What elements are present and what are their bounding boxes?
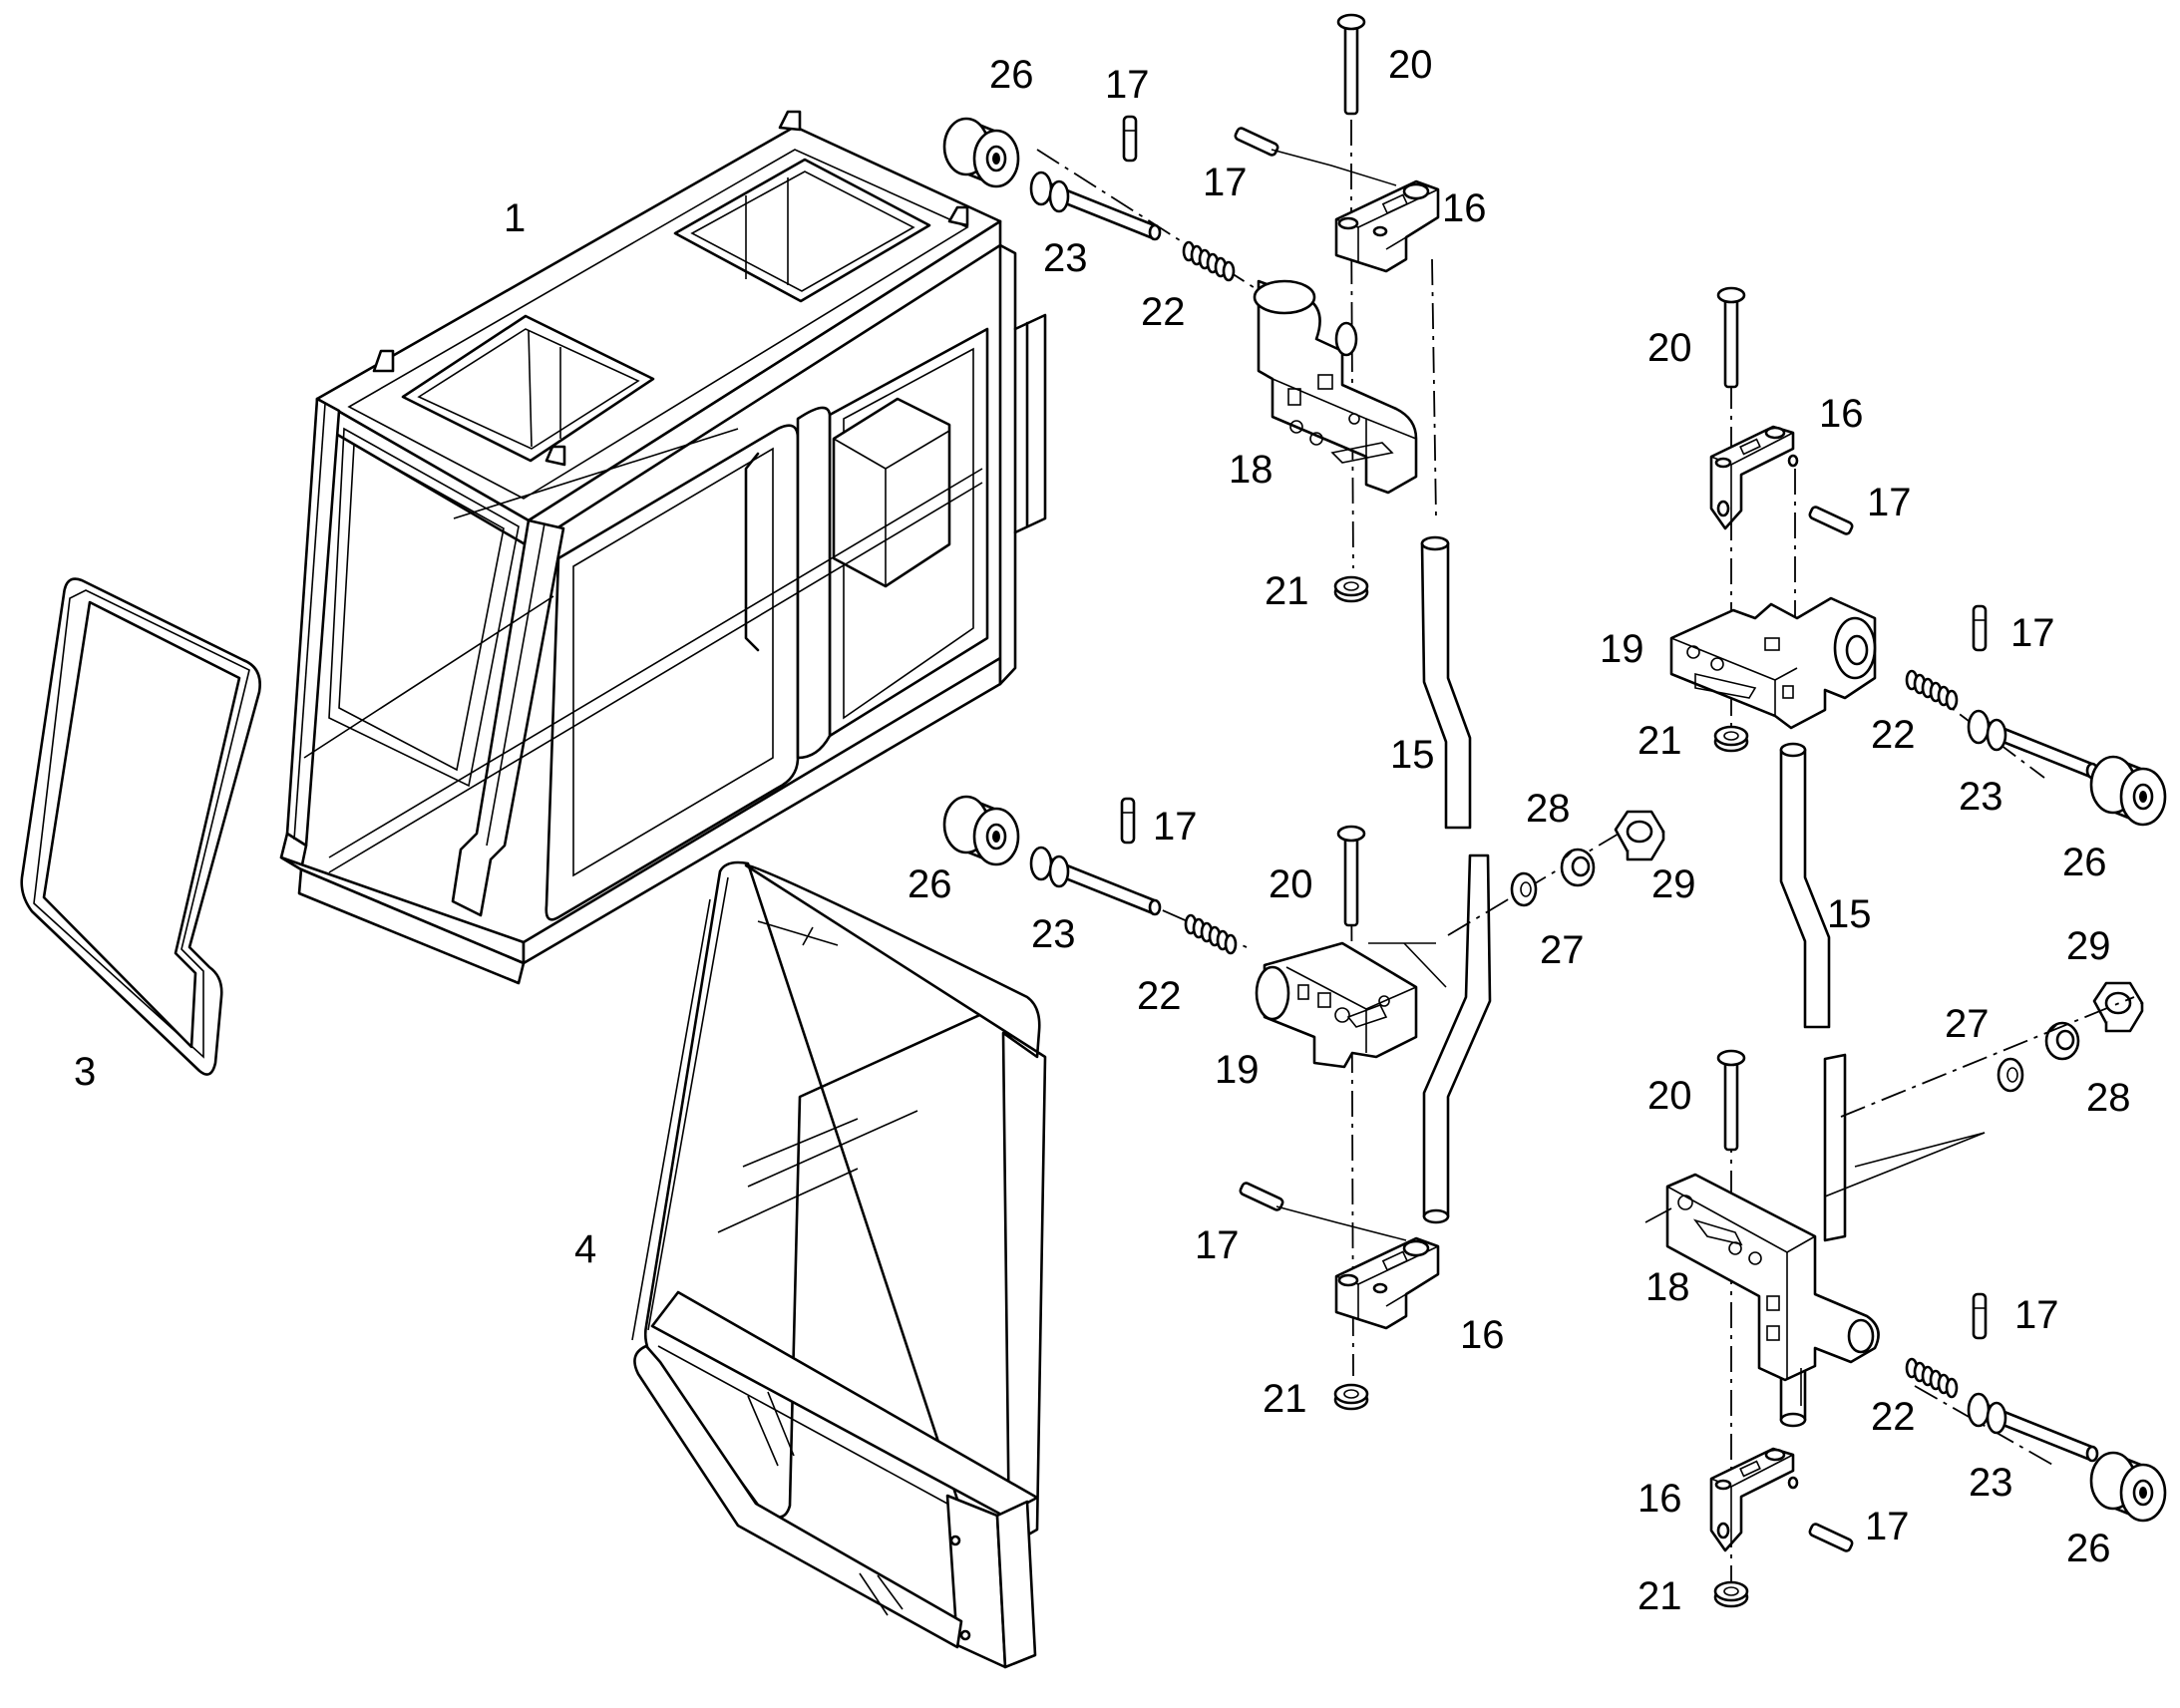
callout-23-a: 23: [1043, 236, 1088, 280]
pin-17-a: [1122, 115, 1138, 163]
callout-19-a: 19: [1215, 1048, 1260, 1092]
callout-17-d: 17: [2010, 611, 2055, 655]
callout-18-b: 18: [1645, 1265, 1690, 1309]
callout-23-c: 23: [1031, 912, 1076, 956]
pin-23-b: [1029, 846, 1162, 916]
callout-17-e: 17: [1153, 805, 1198, 849]
nut-28-a: [1560, 848, 1596, 887]
callout-22-c: 22: [1137, 974, 1182, 1018]
callout-20-b: 20: [1647, 326, 1692, 370]
callout-27-b: 27: [1945, 1002, 1990, 1046]
bracket-18-a: [1253, 279, 1418, 495]
callout-16-c: 16: [1460, 1313, 1505, 1357]
callout-20-d: 20: [1647, 1074, 1692, 1118]
pin-17-g: [1972, 1292, 1988, 1340]
callout-22-a: 22: [1141, 290, 1186, 334]
callout-16-a: 16: [1442, 186, 1487, 230]
callout-29-b: 29: [2066, 924, 2111, 968]
callout-26-a: 26: [989, 53, 1034, 97]
washer-21-d: [1713, 1580, 1749, 1608]
bushing-26-c: [2089, 755, 2167, 827]
bolt-20-d: [1716, 1049, 1746, 1152]
nut-28-b: [2044, 1021, 2080, 1061]
bolt-20-b: [1336, 825, 1366, 927]
callout-22-b: 22: [1871, 713, 1916, 757]
callout-21-d: 21: [1637, 1574, 1682, 1618]
washer-21-c: [1713, 725, 1749, 753]
bushing-26-a: [942, 117, 1020, 188]
pin-23-d: [1967, 1392, 2099, 1463]
pin-23-c: [1967, 709, 2099, 780]
callout-28-a: 28: [1526, 787, 1571, 831]
callout-26-d: 26: [2066, 1527, 2111, 1570]
right-top-group: [1669, 286, 2167, 827]
callout-23-d: 23: [1969, 1461, 2013, 1505]
callout-27-a: 27: [1540, 928, 1585, 972]
callout-28-b: 28: [2086, 1076, 2131, 1120]
hinge-16-c: [1709, 425, 1799, 530]
bracket-19-b: [1669, 596, 1877, 730]
callout-15-b: 15: [1827, 892, 1872, 936]
callout-19-b: 19: [1600, 627, 1644, 671]
washer-21-b: [1333, 1383, 1369, 1411]
bushing-26-b: [942, 795, 1020, 866]
bracket-19-a: [1255, 941, 1447, 1069]
right-nut-group: [1997, 981, 2144, 1093]
callout-23-b: 23: [1959, 775, 2003, 819]
callout-21-b: 21: [1637, 719, 1682, 763]
callout-18-a: 18: [1229, 448, 1273, 492]
door-panel: [631, 860, 1047, 1669]
pin-17-b: [1233, 125, 1280, 159]
callout-17-f: 17: [1195, 1223, 1240, 1267]
washer-27-b: [1997, 1057, 2024, 1093]
bolt-20-c: [1716, 286, 1746, 389]
callout-17-g: 17: [2014, 1293, 2059, 1337]
callout-17-c: 17: [1867, 481, 1912, 524]
pin-17-h: [1807, 1521, 1855, 1554]
callout-26-c: 26: [908, 862, 952, 906]
window-seal: [20, 577, 261, 1076]
center-middle-group: [942, 795, 1447, 1411]
callout-1: 1: [504, 196, 526, 240]
callout-4: 4: [574, 1227, 596, 1271]
callout-labels: 1 3 4 15 15 16 16 16 16 17 17 17 17 17 1…: [74, 43, 2131, 1618]
callout-21-c: 21: [1263, 1377, 1307, 1421]
callout-3: 3: [74, 1050, 96, 1094]
pin-17-f: [1972, 604, 1988, 652]
callout-16-b: 16: [1819, 392, 1864, 436]
callout-20-a: 20: [1388, 43, 1433, 87]
bolt-20-a: [1336, 13, 1366, 116]
hinge-16-a: [1334, 179, 1440, 273]
center-top-group: [942, 13, 1440, 603]
spring-22-c: [1905, 669, 1959, 711]
bracket-18-b: [1644, 1132, 1986, 1406]
callout-22-d: 22: [1871, 1395, 1916, 1439]
callout-17-h: 17: [1865, 1505, 1910, 1548]
hinge-16-b: [1334, 1236, 1440, 1330]
cab-frame: [279, 110, 1047, 985]
hinge-16-d: [1709, 1447, 1799, 1552]
washer-27-a: [1510, 871, 1538, 907]
pin-17-e: [1807, 504, 1855, 537]
callout-15-a: 15: [1390, 733, 1435, 777]
callout-17-b: 17: [1203, 161, 1248, 204]
nut-29-a: [1614, 810, 1665, 861]
callout-29-a: 29: [1651, 862, 1696, 906]
nut-29-b: [2092, 981, 2144, 1033]
right-bottom-group: [1644, 1049, 2167, 1608]
callout-16-d: 16: [1637, 1477, 1682, 1521]
washer-21-a: [1333, 575, 1369, 603]
callout-17-a: 17: [1105, 63, 1150, 107]
spring-22-b: [1184, 913, 1238, 955]
pin-23-a: [1029, 171, 1162, 241]
bushing-26-d: [2089, 1451, 2167, 1523]
callout-20-c: 20: [1269, 862, 1313, 906]
pin-17-c: [1120, 797, 1136, 845]
callout-21-a: 21: [1265, 569, 1309, 613]
spring-22-d: [1905, 1357, 1959, 1399]
callout-26-b: 26: [2062, 841, 2107, 884]
rod-15-a: [1420, 535, 1492, 1224]
spring-22-a: [1182, 240, 1236, 282]
